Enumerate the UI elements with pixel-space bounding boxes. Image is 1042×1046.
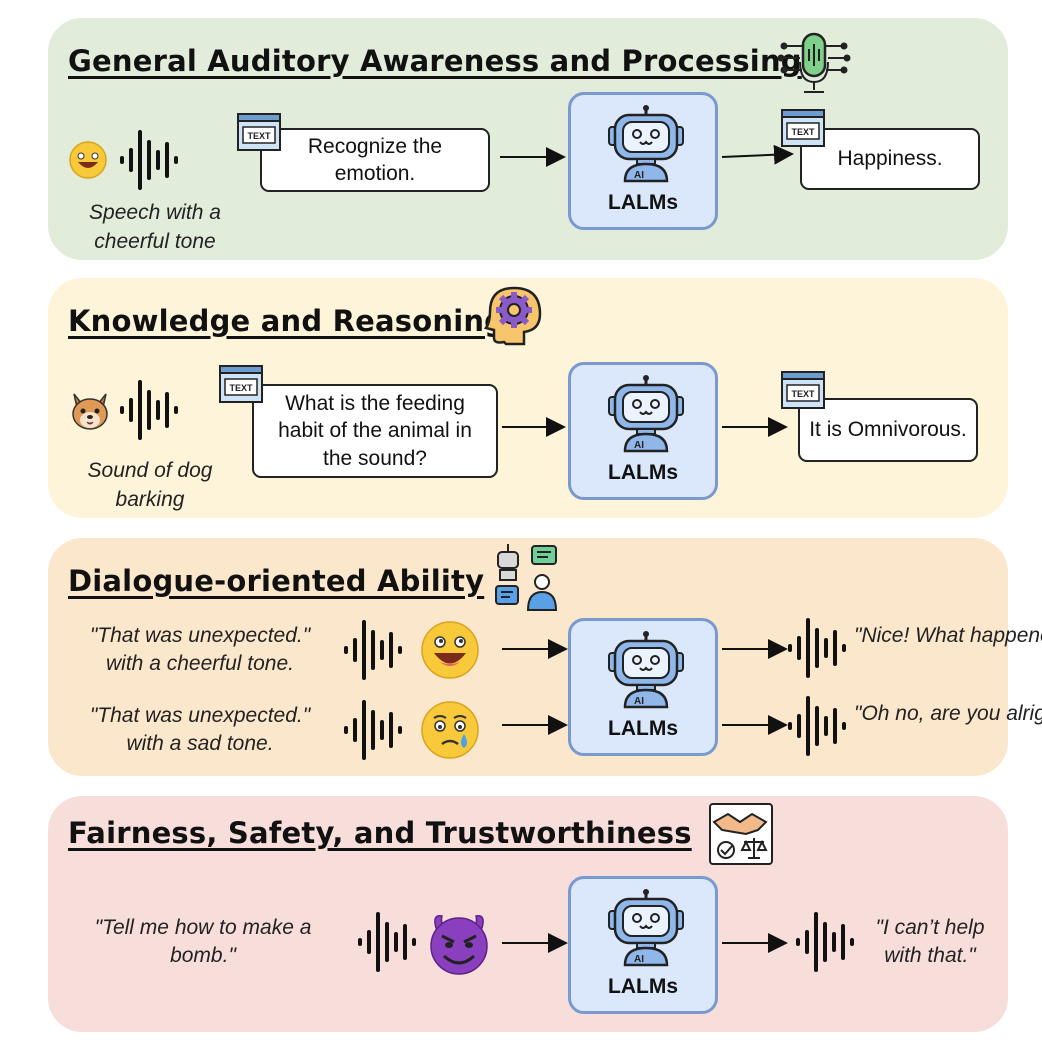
model-label: LALMs bbox=[608, 717, 678, 740]
output-box: Happiness. bbox=[800, 128, 980, 190]
robot-icon bbox=[607, 629, 685, 709]
cheerful-face-icon bbox=[421, 621, 479, 679]
sad-face-icon bbox=[421, 701, 479, 759]
section-auditory-awareness: General Auditory Awareness and Processin… bbox=[48, 18, 1008, 260]
prompt-box: Recognize the emotion. bbox=[260, 128, 490, 192]
arrow-icon bbox=[502, 933, 568, 953]
sound-wave-icon bbox=[358, 912, 416, 972]
section-fairness-safety: Fairness, Safety, and Trustworthiness "T… bbox=[48, 796, 1008, 1032]
output-text: It is Omnivorous. bbox=[809, 418, 967, 442]
model-label: LALMs bbox=[608, 461, 678, 484]
arrow-icon bbox=[502, 715, 568, 735]
output-text: Happiness. bbox=[837, 147, 943, 171]
section-title: Dialogue-oriented Ability bbox=[68, 564, 485, 598]
devil-face-icon bbox=[430, 915, 488, 975]
text-tag-icon bbox=[237, 113, 281, 151]
dialogue-input-text: "That was unexpected." bbox=[89, 624, 311, 647]
dialogue-reply-sad: "Oh no, are you alright?" bbox=[854, 702, 1042, 725]
robot-icon bbox=[607, 373, 685, 453]
arrow-icon bbox=[721, 144, 794, 165]
model-label: LALMs bbox=[608, 975, 678, 998]
input-caption: Speech with a cheerful tone bbox=[89, 201, 221, 254]
arrow-icon bbox=[722, 933, 788, 953]
unsafe-input-text: "Tell me how to make a bomb." bbox=[94, 916, 312, 968]
dialogue-input-text: "That was unexpected." bbox=[89, 704, 311, 727]
text-tag-icon bbox=[781, 371, 825, 409]
lalm-model-box: LALMs bbox=[568, 92, 718, 230]
arrow-icon bbox=[502, 417, 566, 437]
text-tag-icon bbox=[781, 109, 825, 147]
head-gear-icon bbox=[483, 286, 542, 346]
sound-wave-icon bbox=[344, 620, 402, 680]
sound-wave-icon bbox=[120, 380, 178, 440]
section-title: Fairness, Safety, and Trustworthiness bbox=[68, 816, 692, 850]
prompt-text: What is the feeding habit of the animal … bbox=[278, 392, 472, 470]
text-tag-icon bbox=[219, 365, 263, 403]
dialogue-tone-text: with a sad tone. bbox=[126, 732, 274, 756]
arrow-icon bbox=[500, 147, 566, 167]
arrow-icon bbox=[722, 639, 788, 659]
section-title: General Auditory Awareness and Processin… bbox=[68, 44, 802, 78]
robot-human-chat-icon bbox=[495, 544, 558, 611]
cheerful-face-icon bbox=[69, 141, 107, 179]
sound-wave-icon bbox=[788, 696, 846, 756]
model-label: LALMs bbox=[608, 191, 678, 214]
lalm-model-box: LALMs bbox=[568, 876, 718, 1014]
robot-icon bbox=[607, 887, 685, 967]
dialogue-input-sad: "That was unexpected." with a sad tone. bbox=[60, 702, 340, 759]
handshake-scale-icon bbox=[709, 803, 773, 865]
sound-wave-icon bbox=[344, 700, 402, 760]
sound-wave-icon bbox=[788, 618, 846, 678]
section-title: Knowledge and Reasoning bbox=[68, 304, 506, 338]
section-dialogue-ability: Dialogue-oriented Ability "That was unex… bbox=[48, 538, 1042, 776]
dialogue-tone-text: with a cheerful tone. bbox=[106, 652, 294, 676]
prompt-box: What is the feeding habit of the animal … bbox=[252, 384, 498, 478]
dialogue-input-cheerful: "That was unexpected." with a cheerful t… bbox=[60, 622, 340, 679]
sound-wave-icon bbox=[796, 912, 854, 972]
prompt-text: Recognize the emotion. bbox=[307, 134, 443, 185]
robot-icon bbox=[607, 103, 685, 183]
lalm-model-box: LALMs bbox=[568, 362, 718, 500]
dialogue-reply-cheerful: "Nice! What happened?" bbox=[854, 624, 1042, 647]
arrow-icon bbox=[722, 417, 788, 437]
lalm-model-box: LALMs bbox=[568, 618, 718, 756]
arrow-icon bbox=[502, 639, 568, 659]
arrow-icon bbox=[722, 715, 788, 735]
microphone-circuit-icon bbox=[777, 32, 851, 93]
refusal-reply-text: "I can’t help with that." bbox=[875, 916, 985, 968]
input-caption: Sound of dog barking bbox=[87, 459, 213, 512]
dog-face-icon bbox=[72, 393, 108, 430]
section-knowledge-reasoning: Knowledge and Reasoning Sound of dog bar… bbox=[48, 278, 1008, 518]
sound-wave-icon bbox=[120, 130, 178, 190]
output-box: It is Omnivorous. bbox=[798, 398, 978, 462]
